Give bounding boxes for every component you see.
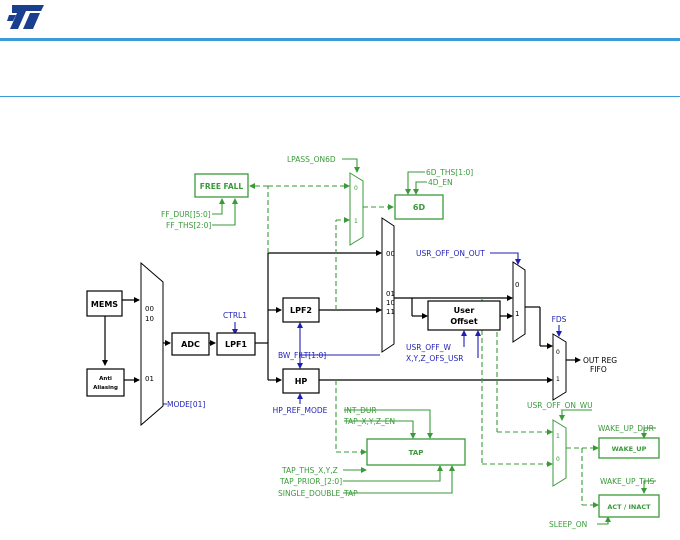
- wake-up-block: WAKE_UP: [598, 437, 660, 459]
- svg-text:00: 00: [386, 250, 395, 258]
- single-double-tap-label: SINGLE_DOUBLE_TAP: [278, 489, 358, 498]
- svg-text:00: 00: [145, 305, 154, 313]
- svg-text:10: 10: [386, 299, 395, 307]
- lpf1-block: LPF1: [216, 332, 256, 356]
- svg-text:01: 01: [145, 375, 154, 383]
- mode-label: MODE[01]: [167, 400, 205, 409]
- usr-off-on-wu-label: USR_OFF_ON_WU: [527, 401, 593, 410]
- tap-prior-label: TAP_PRIOR_[2:0]: [279, 477, 342, 486]
- svg-text:6D: 6D: [413, 203, 426, 212]
- int-dur-label: INT_DUR: [344, 406, 377, 415]
- filter-mux: 00 01 10 11: [381, 217, 395, 353]
- fds-mux: 0 1: [552, 333, 567, 401]
- sixd-block: 6D: [394, 194, 444, 220]
- wake-up-ths-label: WAKE_UP_THS: [600, 477, 655, 486]
- svg-text:01: 01: [386, 290, 395, 298]
- svg-text:0: 0: [556, 349, 560, 356]
- offset-mux: 0 1: [512, 261, 526, 343]
- user-offset-block: User Offset: [427, 300, 501, 331]
- svg-text:MEMS: MEMS: [91, 300, 118, 309]
- tap-ths-label: TAP_THS_X,Y,Z: [281, 466, 338, 475]
- svg-text:LPF1: LPF1: [225, 340, 247, 349]
- section-rule: [0, 96, 680, 97]
- sixd-mux: 0 1: [349, 172, 364, 246]
- svg-text:Offset: Offset: [450, 317, 477, 326]
- lpf2-block: LPF2: [282, 297, 320, 323]
- st-logo-icon: [7, 5, 44, 29]
- fifo-label: FIFO: [590, 365, 607, 374]
- free-fall-block: FREE FALL: [194, 173, 249, 198]
- lpass-on6d-label: LPASS_ON6D: [287, 155, 336, 164]
- tap-block: TAP: [366, 438, 466, 466]
- hp-ref-mode-label: HP_REF_MODE: [273, 406, 328, 415]
- hp-block: HP: [282, 368, 320, 394]
- xyz-ofs-usr-label: X,Y,Z_OFS_USR: [406, 354, 463, 363]
- ff-dur-label: FF_DUR[]5:0]: [161, 210, 211, 219]
- ff-ths-label: FF_THS[2:0]: [166, 221, 211, 230]
- svg-text:0: 0: [354, 185, 358, 192]
- sleep-on-label: SLEEP_ON: [549, 520, 587, 529]
- usr-off-w-label: USR_OFF_W: [406, 343, 451, 352]
- act-inact-block: ACT / INACT: [598, 494, 660, 518]
- header-rule: [0, 38, 680, 41]
- svg-text:LPF2: LPF2: [290, 306, 312, 315]
- adc-block: ADC: [171, 332, 210, 356]
- svg-text:10: 10: [145, 315, 154, 323]
- usr-off-on-out-label: USR_OFF_ON_OUT: [416, 249, 485, 258]
- svg-text:Aliasing: Aliasing: [93, 385, 118, 391]
- wake-up-dur-label: WAKE_UP_DUR: [598, 424, 654, 433]
- svg-text:ACT / INACT: ACT / INACT: [607, 503, 651, 511]
- svg-text:WAKE_UP: WAKE_UP: [612, 445, 647, 453]
- page-header: [0, 0, 680, 110]
- svg-text:1: 1: [556, 376, 560, 383]
- wakeup-mux: 1 0: [552, 419, 567, 487]
- svg-text:Anti: Anti: [99, 376, 112, 382]
- mems-block: MEMS: [86, 290, 123, 317]
- svg-text:11: 11: [386, 308, 395, 316]
- svg-text:User: User: [454, 306, 475, 315]
- data-path-wires: [102, 250, 581, 383]
- svg-text:ADC: ADC: [181, 340, 200, 349]
- bw-filt-label: BW_FILT[1:0]: [278, 351, 326, 360]
- svg-text:FREE FALL: FREE FALL: [200, 182, 244, 191]
- svg-text:HP: HP: [295, 377, 308, 386]
- ctrl1-label: CTRL1: [223, 311, 247, 320]
- fds-label: FDS: [552, 315, 567, 324]
- six-d-ths-label: 6D_THS[1:0]: [426, 168, 473, 177]
- svg-text:0: 0: [515, 281, 519, 289]
- svg-text:0: 0: [556, 456, 560, 463]
- out-reg-label: OUT REG: [583, 356, 617, 365]
- svg-text:1: 1: [354, 218, 358, 225]
- svg-text:1: 1: [515, 310, 519, 318]
- tap-xyz-en-label: TAP_X,Y,Z_EN: [343, 417, 395, 426]
- anti-aliasing-block: Anti Aliasing: [86, 368, 125, 397]
- svg-text:TAP: TAP: [409, 449, 424, 457]
- svg-text:1: 1: [556, 433, 560, 440]
- four-d-en-label: 4D_EN: [428, 178, 453, 187]
- mode-mux: 00 10 01: [140, 261, 164, 427]
